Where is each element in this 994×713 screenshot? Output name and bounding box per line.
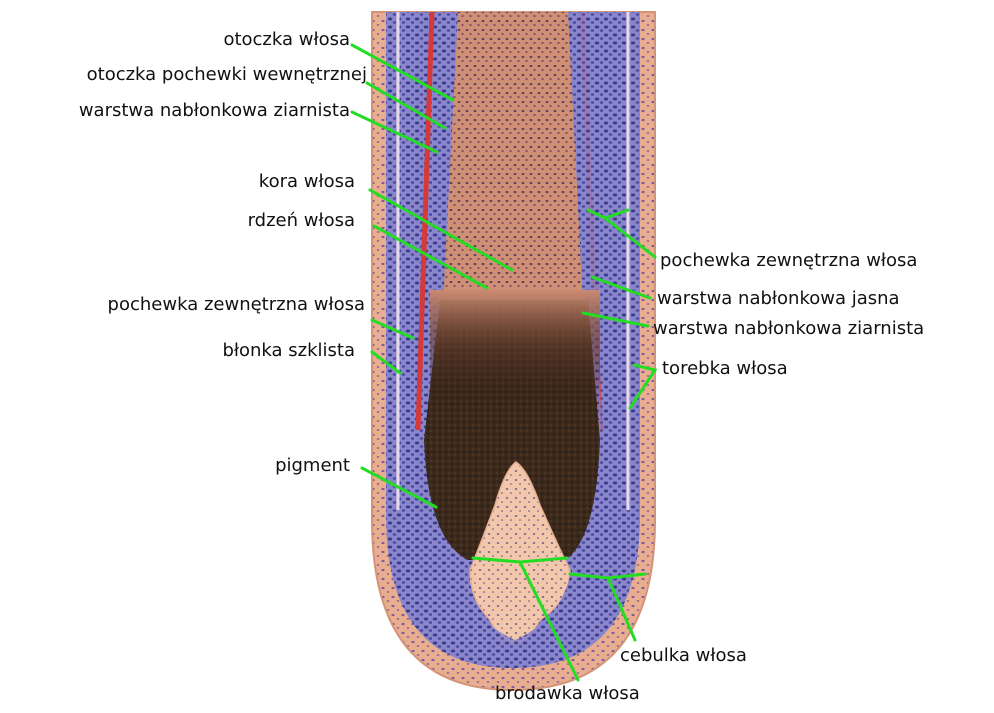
label-hair-bulb: cebulka włosa: [620, 645, 747, 667]
label-glassy-membrane: błonka szklista: [222, 340, 355, 362]
label-granular-layer-left: warstwa nabłonkowa ziarnista: [79, 100, 350, 122]
label-hair-follicle: torebka włosa: [662, 358, 788, 380]
label-hair-medulla: rdzeń włosa: [248, 210, 355, 232]
label-pigment: pigment: [275, 455, 350, 477]
label-granular-layer-right: warstwa nabłonkowa ziarnista: [653, 318, 924, 340]
label-outer-sheath-left: pochewka zewnętrzna włosa: [108, 294, 365, 316]
label-hair-cortex: kora włosa: [259, 171, 355, 193]
label-hair-papilla: brodawka włosa: [495, 683, 640, 705]
label-hair-cuticle: otoczka włosa: [223, 29, 350, 51]
label-clear-layer: warstwa nabłonkowa jasna: [657, 288, 900, 310]
label-inner-sheath-cuticle: otoczka pochewki wewnętrznej: [87, 64, 367, 86]
label-outer-sheath-right: pochewka zewnętrzna włosa: [660, 250, 917, 272]
